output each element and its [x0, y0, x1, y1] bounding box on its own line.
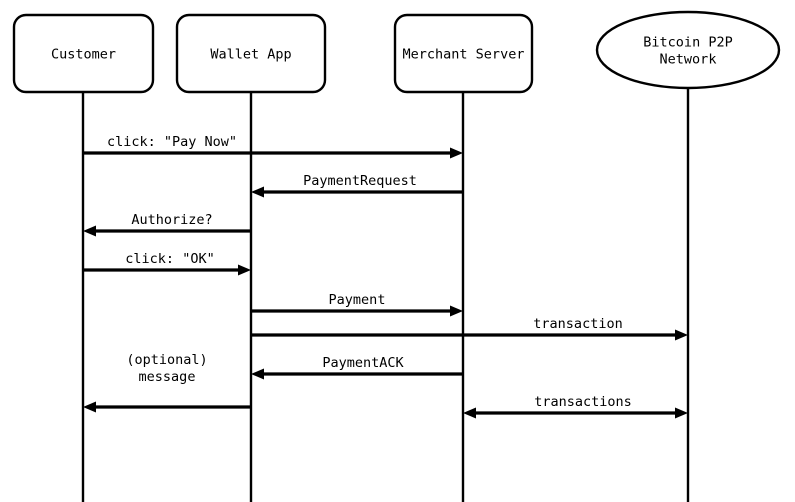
- msg-transactions-label: transactions: [534, 394, 632, 410]
- participant-bitcoin-p2p-network-label: Bitcoin P2P: [643, 35, 732, 51]
- participant-merchant-server-box[interactable]: [393, 13, 534, 94]
- msg-transaction-arrowhead-end: [675, 329, 688, 341]
- msg-click-ok-label: click: "OK": [125, 251, 214, 267]
- msg-optional-message-arrowhead-end: [83, 401, 96, 413]
- msg-authorize-label: Authorize?: [131, 212, 212, 228]
- participant-wallet-app-label: Wallet App: [210, 47, 291, 63]
- messages-layer: click: "Pay Now" PaymentRequestAuthorize?…: [83, 134, 688, 419]
- participant-merchant-server[interactable]: Merchant Server: [393, 13, 534, 94]
- participant-wallet-app-box[interactable]: [175, 13, 327, 94]
- msg-transactions: transactions: [463, 394, 688, 419]
- msg-payment: Payment: [251, 292, 463, 317]
- msg-transactions-arrowhead-start: [463, 407, 476, 419]
- msg-payment-arrowhead-end: [450, 305, 463, 317]
- msg-optional-message: (optional)message: [83, 352, 251, 413]
- msg-payment-ack-arrowhead-end: [251, 368, 264, 380]
- participant-customer-box[interactable]: [12, 13, 155, 94]
- participant-wallet-app[interactable]: Wallet App: [175, 13, 327, 94]
- msg-click-pay-now-label: click: "Pay Now": [107, 134, 237, 150]
- msg-transactions-arrowhead-end: [675, 407, 688, 419]
- msg-optional-message-label: message: [139, 369, 196, 385]
- msg-click-ok-arrowhead-end: [238, 264, 251, 276]
- msg-click-pay-now-arrowhead-end: [450, 147, 463, 159]
- msg-transaction-label: transaction: [533, 316, 622, 332]
- lifelines-layer: [81, 88, 690, 502]
- msg-transaction: transaction: [251, 316, 688, 341]
- participant-customer-label: Customer: [51, 47, 116, 63]
- msg-payment-ack: PaymentACK: [251, 355, 463, 380]
- msg-click-pay-now: click: "Pay Now": [83, 134, 463, 159]
- msg-click-ok: click: "OK": [83, 251, 251, 276]
- msg-optional-message-label: (optional): [126, 352, 207, 368]
- msg-payment-request-label: PaymentRequest: [303, 173, 417, 189]
- msg-authorize: Authorize?: [83, 212, 251, 237]
- msg-payment-label: Payment: [329, 292, 386, 308]
- participant-customer[interactable]: Customer: [12, 13, 155, 94]
- msg-payment-ack-label: PaymentACK: [322, 355, 404, 371]
- nodes-layer: Customer Wallet App Merchant Server Bitcoin…: [12, 10, 781, 94]
- participant-bitcoin-p2p-network-ellipse[interactable]: [595, 10, 781, 90]
- participant-bitcoin-p2p-network-label: Network: [660, 52, 717, 68]
- participant-merchant-server-label: Merchant Server: [403, 47, 525, 63]
- msg-authorize-arrowhead-end: [83, 225, 96, 237]
- msg-payment-request-arrowhead-end: [251, 186, 264, 198]
- msg-payment-request: PaymentRequest: [251, 173, 463, 198]
